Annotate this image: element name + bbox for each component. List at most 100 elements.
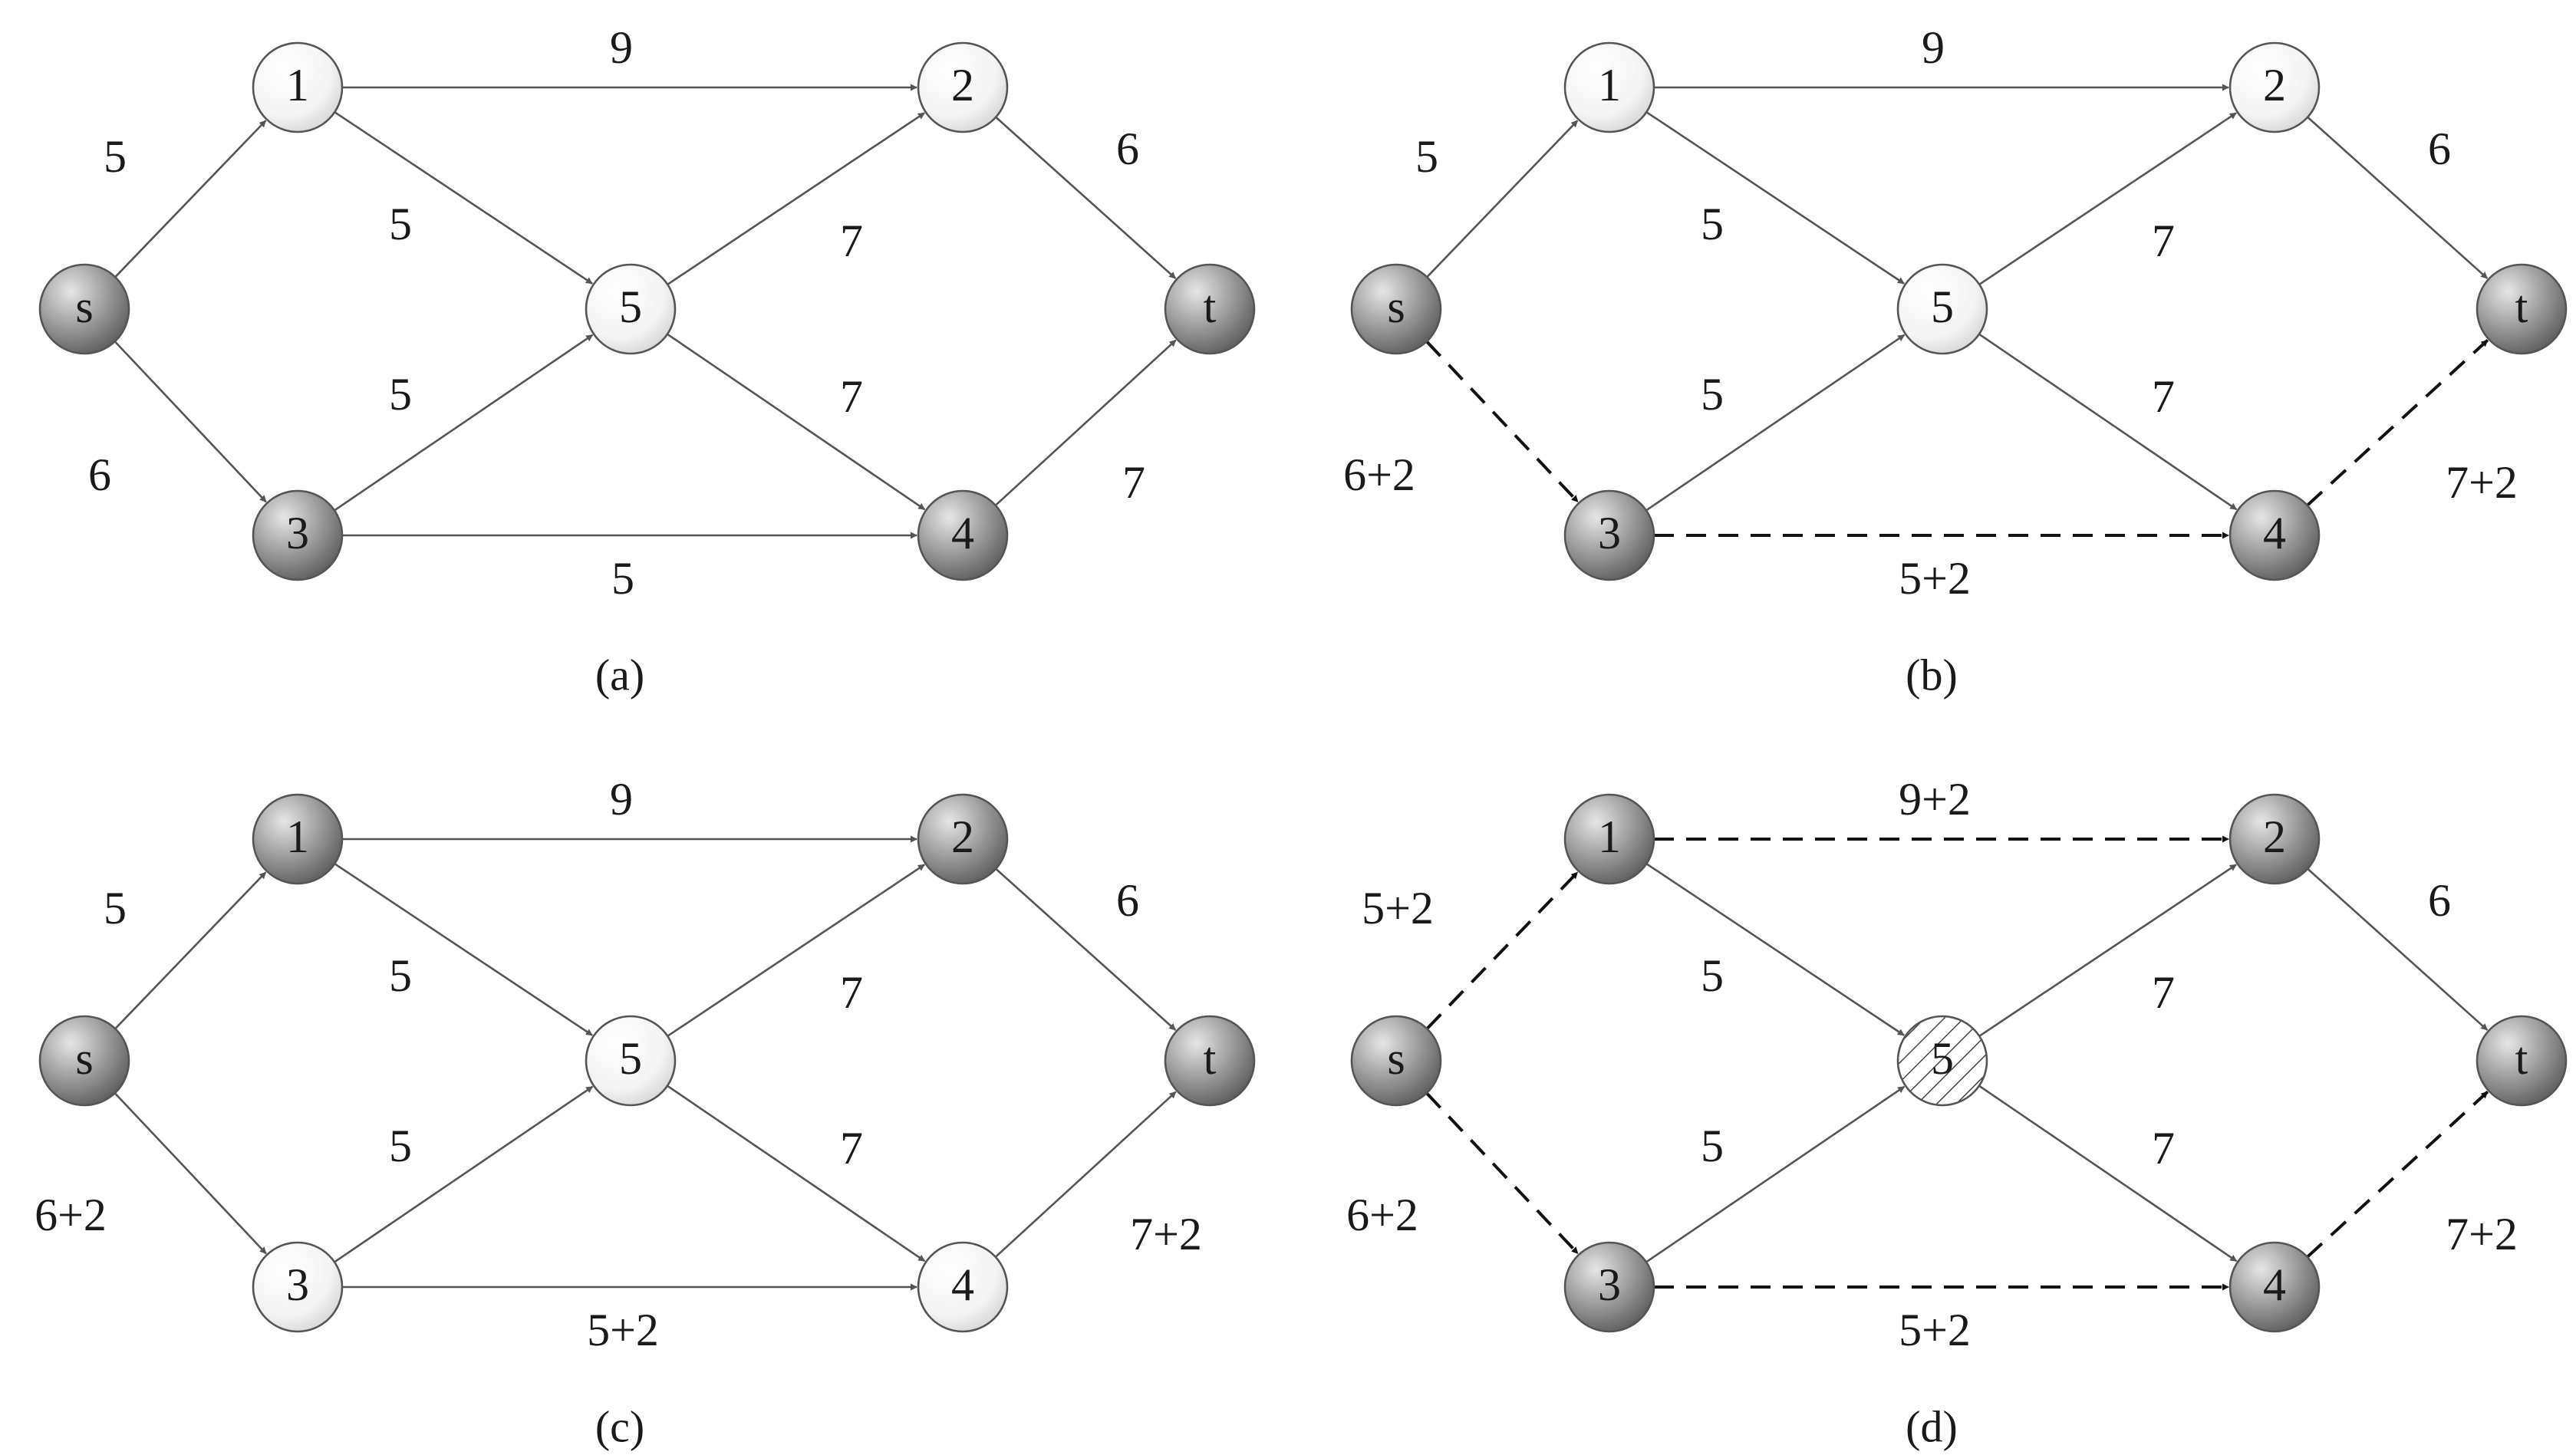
node-label-c-5: 5 [619,1033,642,1084]
panel-caption-c: (c) [595,1401,644,1451]
edge-label-d-5-4: 7 [2152,1123,2175,1174]
node-label-c-1: 1 [286,811,309,862]
edge-c-s-1 [114,871,267,1030]
edge-label-c-5-2: 7 [840,967,863,1018]
node-c-4 [917,1241,1009,1333]
edge-label-c-4-t: 7+2 [1130,1209,1202,1259]
node-label-b-t: t [2515,281,2528,332]
node-label-d-s: s [1387,1033,1405,1084]
edge-label-a-5-2: 7 [840,216,863,266]
edge-label-a-1-5: 5 [389,199,412,249]
edge-label-b-5-4: 7 [2152,371,2175,422]
node-label-b-1: 1 [1598,60,1621,110]
edge-label-a-s-3: 6 [88,449,111,500]
edge-label-d-4-t: 7+2 [2446,1209,2518,1259]
node-label-a-1: 1 [286,60,309,110]
edge-c-5-4 [667,1085,926,1262]
node-b-t [2476,263,2568,355]
edge-label-c-3-4: 5+2 [587,1305,659,1355]
node-label-b-s: s [1387,281,1405,332]
node-b-3 [1563,489,1655,581]
edge-d-3-5 [1645,1085,1906,1263]
panel-caption-a: (a) [595,650,644,700]
node-label-b-2: 2 [2263,60,2286,110]
node-d-1 [1563,793,1655,885]
edge-c-2-t [995,867,1177,1031]
edge-label-c-3-5: 5 [389,1121,412,1171]
edge-b-5-4 [1978,333,2238,511]
edge-label-c-1-2: 9 [610,774,633,825]
node-d-t [2476,1015,2568,1107]
edge-b-1-5 [1645,111,1905,285]
edge-c-1-5 [334,863,593,1036]
node-c-s [38,1015,130,1107]
edge-label-a-3-5: 5 [389,369,412,420]
node-label-b-4: 4 [2263,508,2286,558]
edge-label-d-2-t: 6 [2428,875,2451,926]
node-a-4 [917,489,1009,581]
edge-label-d-s-1: 5+2 [1362,883,1434,933]
edge-a-4-t [994,339,1177,506]
edge-label-d-1-5: 5 [1701,950,1724,1001]
node-label-a-5: 5 [619,281,642,332]
node-label-c-t: t [1204,1033,1217,1084]
node-b-4 [2228,489,2321,581]
panel-caption-d: (d) [1906,1401,1958,1451]
edge-label-b-s-3: 6+2 [1343,449,1415,500]
edge-label-a-3-4: 5 [611,553,634,604]
node-a-s [38,263,130,355]
edge-label-a-5-4: 7 [840,371,863,422]
node-a-t [1164,263,1256,355]
edge-label-a-2-t: 6 [1116,123,1139,174]
edge-label-b-s-1: 5 [1415,131,1438,182]
node-b-2 [2228,41,2321,133]
edge-label-b-2-t: 6 [2428,123,2451,174]
node-label-a-t: t [1204,281,1217,332]
edge-d-s-3 [1425,1091,1580,1255]
node-label-a-4: 4 [951,508,974,558]
node-label-a-s: s [75,281,93,332]
node-a-2 [917,41,1009,133]
edge-d-5-2 [1978,864,2237,1037]
edge-label-b-5-2: 7 [2152,216,2175,266]
edge-label-a-1-2: 9 [610,22,633,73]
node-label-d-t: t [2515,1033,2528,1084]
node-b-s [1350,263,1442,355]
edge-label-c-1-5: 5 [389,950,412,1001]
node-label-b-5: 5 [1931,281,1954,332]
node-d-s [1350,1015,1442,1107]
edge-a-3-5 [334,334,594,512]
edge-d-s-1 [1425,871,1579,1030]
edge-label-d-1-2: 9+2 [1899,774,1971,825]
node-d-5 [1896,1015,1988,1107]
edge-a-2-t [995,116,1177,279]
node-c-3 [252,1241,344,1333]
edge-label-a-s-1: 5 [104,131,127,182]
node-label-b-3: 3 [1598,508,1621,558]
edge-a-1-5 [334,111,593,285]
panel-caption-b: (b) [1906,650,1958,700]
node-label-a-2: 2 [951,60,974,110]
edge-label-d-s-3: 6+2 [1346,1190,1418,1240]
edge-label-d-3-5: 5 [1701,1121,1724,1171]
edge-a-s-3 [114,341,267,503]
edge-b-3-5 [1645,334,1906,512]
edge-d-4-t [2306,1091,2489,1259]
node-label-d-4: 4 [2263,1259,2286,1310]
edge-a-5-4 [667,333,926,511]
edge-d-5-4 [1978,1085,2238,1262]
edge-c-s-3 [114,1092,267,1255]
node-label-c-4: 4 [951,1259,974,1310]
edge-label-d-5-2: 7 [2152,967,2175,1018]
edge-label-b-1-5: 5 [1701,199,1724,249]
edge-c-4-t [994,1091,1177,1258]
node-label-a-3: 3 [286,508,309,558]
edge-label-c-2-t: 6 [1116,875,1139,926]
edge-c-3-5 [334,1085,594,1263]
